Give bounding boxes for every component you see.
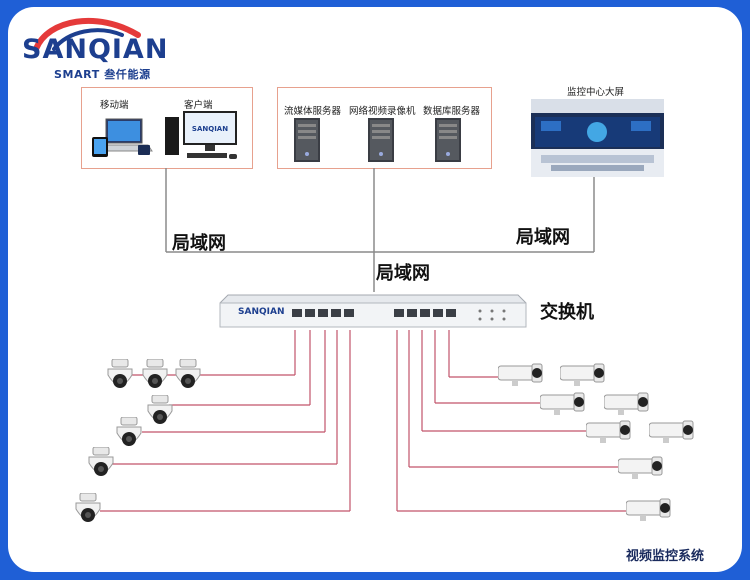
lan-label-center: 局域网 [376, 263, 430, 284]
bullet-camera-icon [586, 420, 631, 443]
mobile-label: 移动端 [100, 100, 129, 111]
switch-brand-text: SANQIAN [238, 307, 285, 317]
bullet-camera-icon [618, 456, 663, 479]
bullet-camera-icon [540, 392, 585, 415]
nvr-label: 网络视频录像机 [349, 106, 416, 117]
monitor-center-label: 监控中心大屏 [567, 87, 625, 98]
dome-camera-icon [75, 493, 101, 522]
system-title: 视频监控系统 [626, 549, 705, 564]
network-switch-icon [219, 294, 527, 328]
bullet-camera-icon [626, 498, 671, 521]
lan-label-left: 局域网 [172, 233, 226, 254]
bullet-camera-icon [649, 420, 694, 443]
logo-swoosh-icon [33, 17, 141, 52]
dome-camera-icon [88, 447, 114, 476]
lan-lines [100, 168, 628, 512]
pc-label: 客户端 [184, 100, 213, 111]
tower-server-icon [368, 118, 394, 162]
dome-camera-icon [175, 359, 201, 388]
diagram-panel: SANQIAN SMART 叁仟能源 移动端 客户端 SANQIAN 流媒体服务… [8, 7, 742, 572]
dome-camera-icon [107, 359, 133, 388]
dome-camera-icon [147, 395, 173, 424]
laptop-tablet-icon [92, 118, 153, 157]
tower-server-icon [294, 118, 320, 162]
lan-label-right: 局域网 [516, 227, 570, 248]
bullet-camera-icon [604, 392, 649, 415]
logo-brand-text: SANQIAN [22, 34, 169, 65]
switch-label: 交换机 [540, 302, 594, 323]
dome-camera-icon [116, 417, 142, 446]
db-server-label: 数据库服务器 [423, 106, 481, 117]
svg-text:SANQIAN: SANQIAN [192, 125, 228, 133]
logo-tagline: SMART 叁仟能源 [54, 68, 151, 81]
desktop-pc-icon: SANQIAN [165, 111, 237, 159]
tower-server-icon [435, 118, 461, 162]
bullet-camera-icon [498, 363, 543, 386]
streaming-server-label: 流媒体服务器 [284, 106, 342, 117]
control-room-screen-icon [531, 99, 664, 177]
dome-camera-icon [142, 359, 168, 388]
bullet-camera-icon [560, 363, 605, 386]
